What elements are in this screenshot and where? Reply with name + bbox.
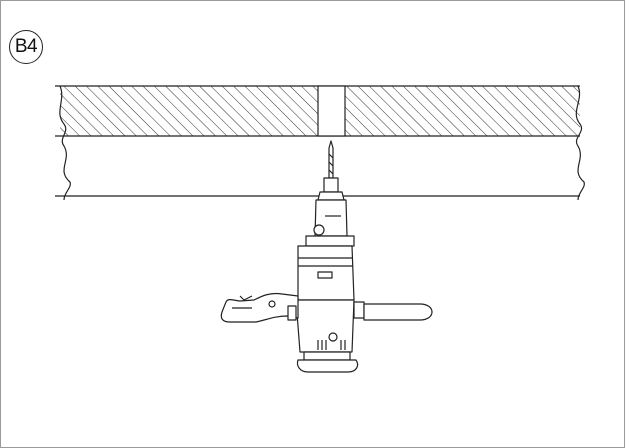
side-handle-icon [353, 301, 433, 321]
power-drill-icon [220, 140, 359, 373]
drilled-hole-icon [317, 85, 346, 137]
step-badge: B4 [9, 30, 43, 64]
